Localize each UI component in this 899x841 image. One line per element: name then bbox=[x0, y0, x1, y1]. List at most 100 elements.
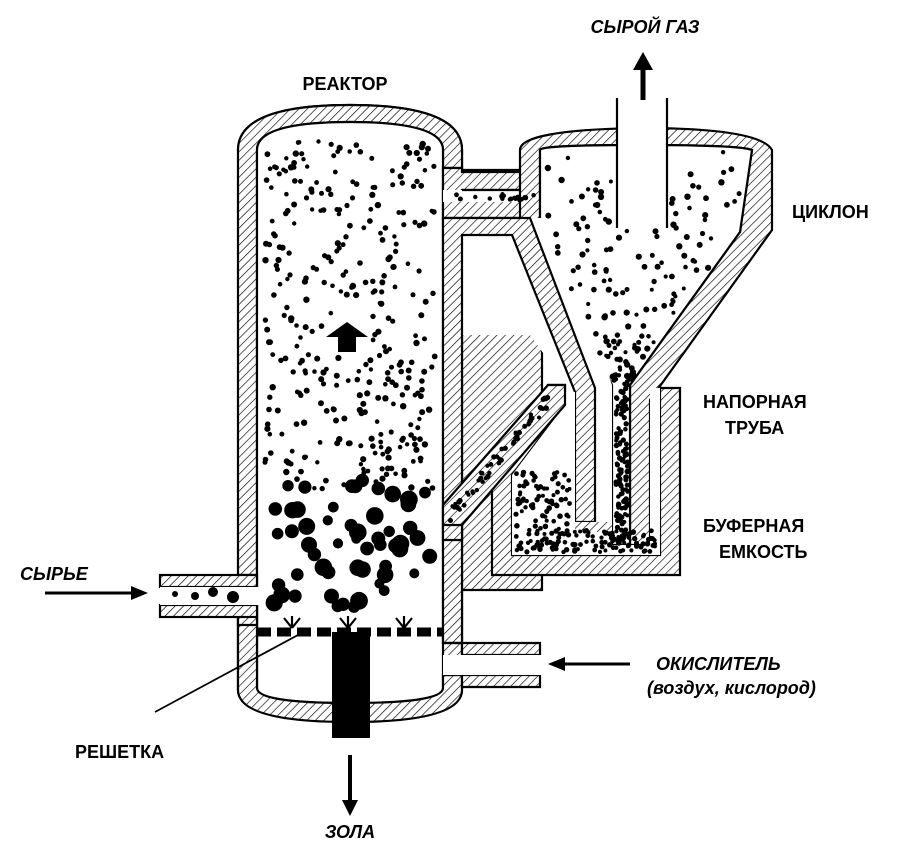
particle bbox=[613, 346, 618, 351]
particle bbox=[702, 212, 708, 218]
particle bbox=[517, 197, 522, 202]
particle bbox=[480, 471, 485, 476]
particle bbox=[297, 140, 301, 144]
particle bbox=[292, 221, 296, 225]
particle bbox=[343, 234, 348, 239]
particle bbox=[574, 533, 578, 537]
particle bbox=[328, 502, 339, 513]
particle bbox=[454, 192, 459, 197]
particle bbox=[517, 430, 522, 435]
particle bbox=[614, 357, 619, 362]
particle bbox=[555, 244, 560, 249]
particle bbox=[413, 333, 418, 338]
particle bbox=[642, 533, 646, 537]
particle bbox=[654, 234, 659, 239]
particle bbox=[406, 375, 412, 381]
particle bbox=[573, 221, 579, 227]
particle bbox=[322, 280, 327, 285]
particle bbox=[632, 536, 637, 541]
particle bbox=[655, 264, 661, 270]
particle bbox=[709, 236, 713, 240]
particle bbox=[405, 442, 409, 446]
particle bbox=[398, 369, 404, 375]
particle bbox=[650, 253, 655, 258]
particle bbox=[620, 521, 625, 526]
particle bbox=[417, 157, 422, 162]
particle bbox=[552, 471, 557, 476]
particle bbox=[397, 362, 403, 368]
particle bbox=[671, 311, 675, 315]
particle bbox=[391, 402, 396, 407]
particle bbox=[551, 541, 556, 546]
particle bbox=[279, 432, 284, 437]
particle bbox=[377, 567, 394, 584]
particle bbox=[617, 455, 622, 460]
particle bbox=[358, 443, 363, 448]
particle bbox=[385, 449, 391, 455]
particle bbox=[600, 544, 605, 549]
standpipe-label-2: ТРУБА bbox=[725, 418, 784, 438]
particle bbox=[357, 260, 363, 266]
particle bbox=[368, 207, 373, 212]
particle bbox=[616, 235, 622, 241]
particle bbox=[524, 549, 529, 554]
particle bbox=[425, 479, 430, 484]
particle bbox=[363, 362, 368, 367]
particle bbox=[318, 400, 324, 406]
particle bbox=[375, 329, 381, 335]
particle bbox=[312, 486, 316, 490]
particle bbox=[400, 403, 406, 409]
particle bbox=[208, 587, 218, 597]
particle bbox=[518, 546, 523, 551]
particle bbox=[301, 420, 307, 426]
particle bbox=[322, 253, 327, 258]
particle bbox=[274, 263, 279, 268]
particle bbox=[414, 179, 419, 184]
particle bbox=[364, 390, 370, 396]
particle bbox=[684, 234, 690, 240]
particle bbox=[298, 518, 315, 535]
particle bbox=[552, 493, 556, 497]
particle bbox=[419, 487, 431, 499]
ash-arrow bbox=[342, 755, 358, 816]
particle bbox=[697, 242, 703, 248]
particle bbox=[529, 539, 533, 543]
particle bbox=[688, 171, 694, 177]
particle bbox=[304, 195, 309, 200]
particle bbox=[344, 292, 350, 298]
feed-arrow bbox=[45, 586, 148, 600]
particle bbox=[561, 485, 566, 490]
particle bbox=[467, 493, 471, 497]
particle bbox=[398, 445, 403, 450]
particle bbox=[408, 484, 414, 490]
particle bbox=[603, 335, 608, 340]
particle bbox=[371, 185, 376, 190]
particle bbox=[614, 438, 618, 442]
particle bbox=[346, 441, 352, 447]
particle bbox=[585, 224, 590, 229]
particle bbox=[687, 206, 692, 211]
particle bbox=[669, 200, 675, 206]
particle bbox=[429, 364, 434, 369]
particle bbox=[684, 194, 690, 200]
particle bbox=[542, 486, 547, 491]
particle bbox=[618, 513, 622, 517]
particle bbox=[650, 288, 654, 292]
particle bbox=[294, 476, 300, 482]
particle bbox=[549, 499, 554, 504]
particle bbox=[393, 472, 398, 477]
particle bbox=[284, 156, 288, 160]
particle bbox=[422, 549, 437, 564]
particle bbox=[555, 541, 559, 545]
particle bbox=[616, 450, 621, 455]
particle bbox=[306, 352, 311, 357]
particle bbox=[456, 499, 461, 504]
particle bbox=[358, 149, 364, 155]
particle bbox=[497, 461, 502, 466]
particle bbox=[267, 395, 272, 400]
particle bbox=[475, 488, 479, 492]
particle bbox=[620, 290, 625, 295]
particle bbox=[609, 180, 613, 184]
particle bbox=[705, 265, 711, 271]
particle bbox=[432, 354, 438, 360]
